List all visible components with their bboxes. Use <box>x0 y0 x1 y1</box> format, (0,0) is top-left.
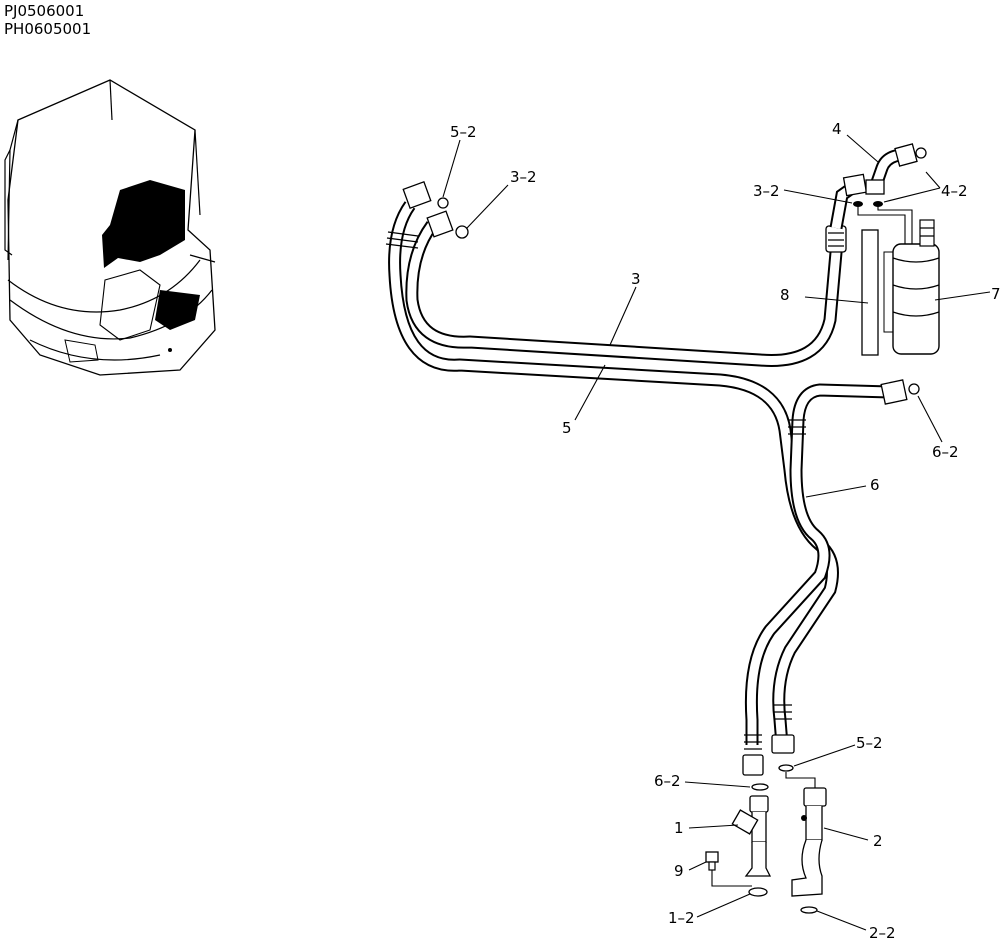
o-ring-6-2-bottom <box>751 783 769 791</box>
callout-5-2-top: 5–2 <box>450 123 477 141</box>
o-ring-6-2-top <box>908 383 920 395</box>
bolt-9 <box>705 851 752 887</box>
hose-3 <box>405 173 868 367</box>
callout-9: 9 <box>674 862 684 880</box>
part-code-1: PJ0506001 <box>4 2 85 20</box>
o-ring-2-2 <box>800 906 818 914</box>
o-ring-4-2-bottom <box>873 201 883 207</box>
o-ring-4-2-top <box>915 147 927 159</box>
callout-3: 3 <box>631 270 641 288</box>
callout-6-2-top: 6–2 <box>932 443 959 461</box>
receiver-drier-7 <box>857 205 940 356</box>
callout-5-2-bottom: 5–2 <box>856 734 883 752</box>
callout-5: 5 <box>562 419 572 437</box>
callout-1: 1 <box>674 819 684 837</box>
callout-6-2-bottom: 6–2 <box>654 772 681 790</box>
callout-4: 4 <box>832 120 842 138</box>
callout-3-2-right: 3–2 <box>753 182 780 200</box>
callout-7: 7 <box>991 285 1000 303</box>
o-ring-3-2-right <box>853 201 863 207</box>
callout-2: 2 <box>873 832 883 850</box>
callout-2-2: 2–2 <box>869 924 896 942</box>
hose-6 <box>742 379 920 776</box>
part-code-2: PH0605001 <box>4 20 92 38</box>
callout-8: 8 <box>780 286 790 304</box>
fitting-2 <box>791 787 827 897</box>
callout-1-2: 1–2 <box>668 909 695 927</box>
hose-4 <box>853 143 927 207</box>
bracket-8 <box>861 229 879 356</box>
callout-3-2-left: 3–2 <box>510 168 537 186</box>
o-ring-5-2-top <box>437 197 449 209</box>
callout-4-2: 4–2 <box>941 182 968 200</box>
o-ring-1-2 <box>748 887 768 897</box>
machine-locator-illustration <box>4 79 216 376</box>
fitting-1 <box>731 795 772 877</box>
leader-lines <box>442 134 991 931</box>
left-hose-fittings <box>402 181 469 239</box>
o-ring-3-2-left <box>455 225 469 239</box>
o-ring-5-2-bottom <box>778 764 794 772</box>
callout-6: 6 <box>870 476 880 494</box>
hose-5 <box>385 201 839 754</box>
